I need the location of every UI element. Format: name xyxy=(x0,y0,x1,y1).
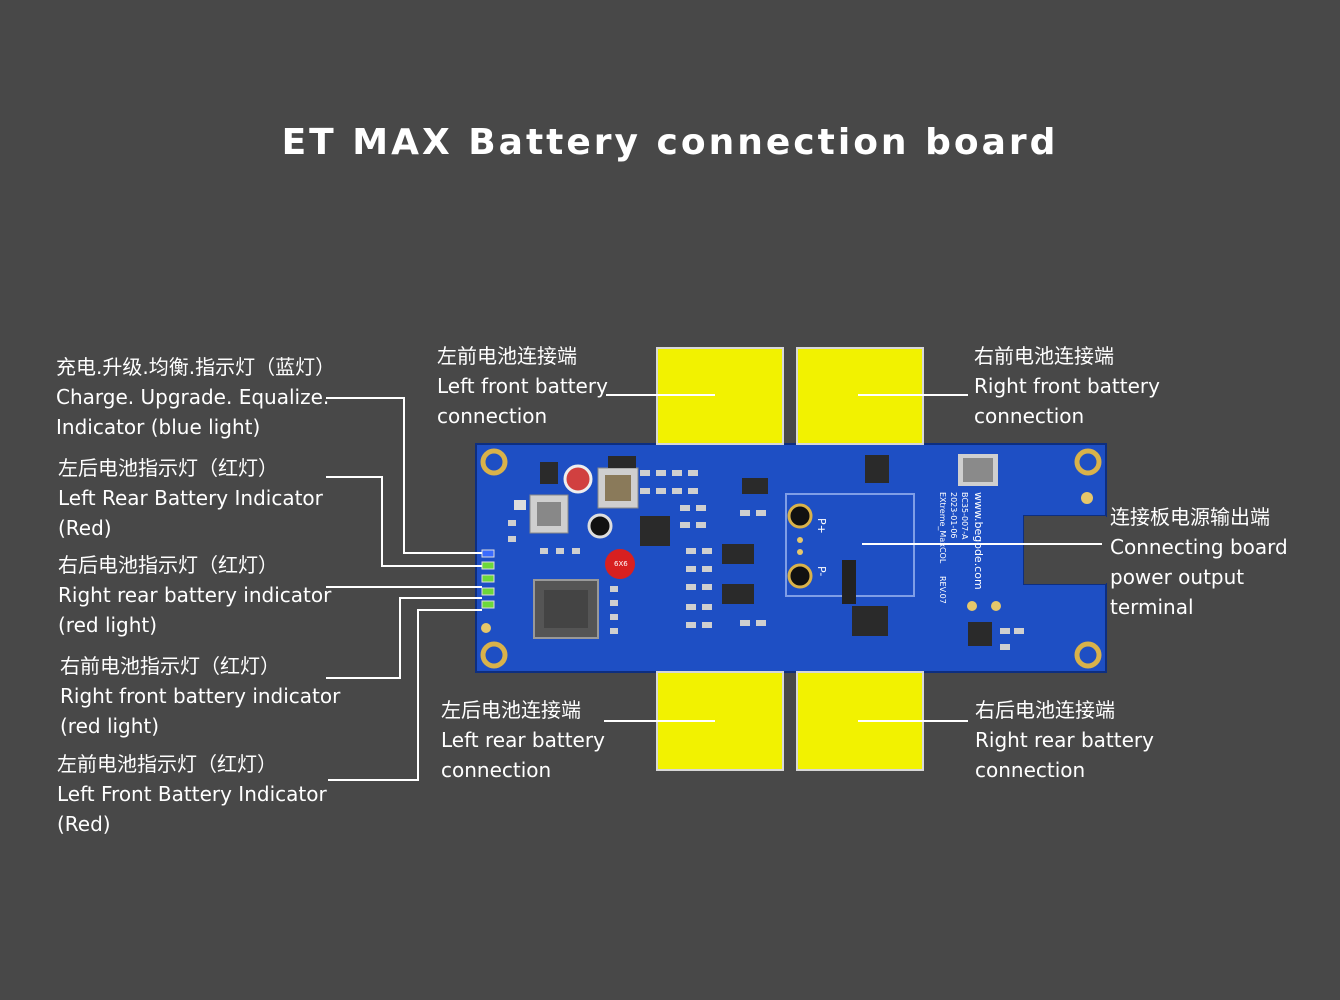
label-zh: 左后电池指示灯（红灯） xyxy=(58,456,278,480)
leader-lines xyxy=(326,394,1102,781)
label-charge-indicator: 充电.升级.均衡.指示灯（蓝灯） Charge. Upgrade. Equali… xyxy=(56,352,335,442)
label-en: connection xyxy=(975,758,1086,782)
cap-label: 6X6 xyxy=(614,560,628,568)
label-en: terminal xyxy=(1110,595,1194,619)
led-right-rear xyxy=(481,574,495,583)
leader-charge-indicator xyxy=(326,397,482,554)
label-en: Right rear battery indicator xyxy=(58,583,332,607)
silk-site: www.begode.com xyxy=(972,492,985,590)
silk-date: 2023-01-06 xyxy=(949,492,958,539)
label-zh: 右后电池连接端 xyxy=(975,698,1115,722)
label-zh: 右后电池指示灯（红灯） xyxy=(58,553,278,577)
silk-rev: REV.07 xyxy=(938,576,947,604)
label-power-output: 连接板电源输出端 Connecting board power output t… xyxy=(1110,502,1288,622)
label-left-front-indicator: 左前电池指示灯（红灯） Left Front Battery Indicator… xyxy=(57,749,327,839)
label-en: Connecting board xyxy=(1110,535,1288,559)
silk-plus: P+ xyxy=(815,518,828,534)
label-right-rear-indicator: 右后电池指示灯（红灯） Right rear battery indicator… xyxy=(58,550,331,640)
label-left-rear-indicator: 左后电池指示灯（红灯） Left Rear Battery Indicator … xyxy=(58,453,323,543)
silk-model: EXtreme_MaxCOL xyxy=(938,492,947,564)
test-pad xyxy=(1081,492,1093,504)
label-en: Left front battery xyxy=(437,374,608,398)
label-en: (red light) xyxy=(60,714,160,738)
label-en: connection xyxy=(441,758,552,782)
led-left-rear xyxy=(481,561,495,570)
label-en: Left Front Battery Indicator xyxy=(57,782,327,806)
leader-left-rear-indicator xyxy=(326,476,482,567)
label-zh: 充电.升级.均衡.指示灯（蓝灯） xyxy=(56,355,336,379)
label-en: Right front battery xyxy=(974,374,1160,398)
label-en: power output xyxy=(1110,565,1245,589)
label-en: Left Rear Battery Indicator xyxy=(58,486,323,510)
silk-minus: P- xyxy=(815,566,828,576)
label-en: connection xyxy=(974,404,1085,428)
label-right-front-indicator: 右前电池指示灯（红灯） Right front battery indicato… xyxy=(60,651,340,741)
mounting-holes xyxy=(480,448,1102,669)
label-left-front-connection: 左前电池连接端 Left front battery connection xyxy=(437,341,608,431)
label-right-rear-connection: 右后电池连接端 Right rear battery connection xyxy=(975,695,1154,785)
label-en: Indicator (blue light) xyxy=(56,415,261,439)
test-pad xyxy=(481,623,491,633)
label-zh: 左前电池连接端 xyxy=(437,344,577,368)
label-en: Charge. Upgrade. Equalize. xyxy=(56,385,330,409)
label-en: (Red) xyxy=(57,812,111,836)
led-blue xyxy=(481,549,495,558)
pcb-notch xyxy=(1024,516,1106,584)
silk-part: BC35-007-A xyxy=(960,492,969,540)
label-zh: 连接板电源输出端 xyxy=(1110,505,1270,529)
label-zh: 右前电池连接端 xyxy=(974,344,1114,368)
power-output-terminal: P+ P- xyxy=(785,493,915,604)
label-right-front-connection: 右前电池连接端 Right front battery connection xyxy=(974,341,1160,431)
label-en: Right front battery indicator xyxy=(60,684,341,708)
leader-right-front-indicator xyxy=(326,597,482,679)
led-left-front xyxy=(481,600,495,609)
silkscreen: www.begode.com BC35-007-A 2023-01-06 EXt… xyxy=(614,492,985,604)
leader-left-front-indicator xyxy=(328,609,482,781)
label-en: (red light) xyxy=(58,613,158,637)
label-zh: 右前电池指示灯（红灯） xyxy=(60,654,280,678)
page-title: ET MAX Battery connection board xyxy=(281,122,1059,163)
label-en: (Red) xyxy=(58,516,112,540)
label-zh: 左前电池指示灯（红灯） xyxy=(57,752,277,776)
led-indicators xyxy=(481,549,495,609)
pcb-components xyxy=(508,454,1024,650)
label-left-rear-connection: 左后电池连接端 Left rear battery connection xyxy=(441,695,605,785)
label-en: connection xyxy=(437,404,548,428)
led-right-front xyxy=(481,587,495,596)
label-en: Left rear battery xyxy=(441,728,605,752)
label-zh: 左后电池连接端 xyxy=(441,698,581,722)
label-en: Right rear battery xyxy=(975,728,1154,752)
